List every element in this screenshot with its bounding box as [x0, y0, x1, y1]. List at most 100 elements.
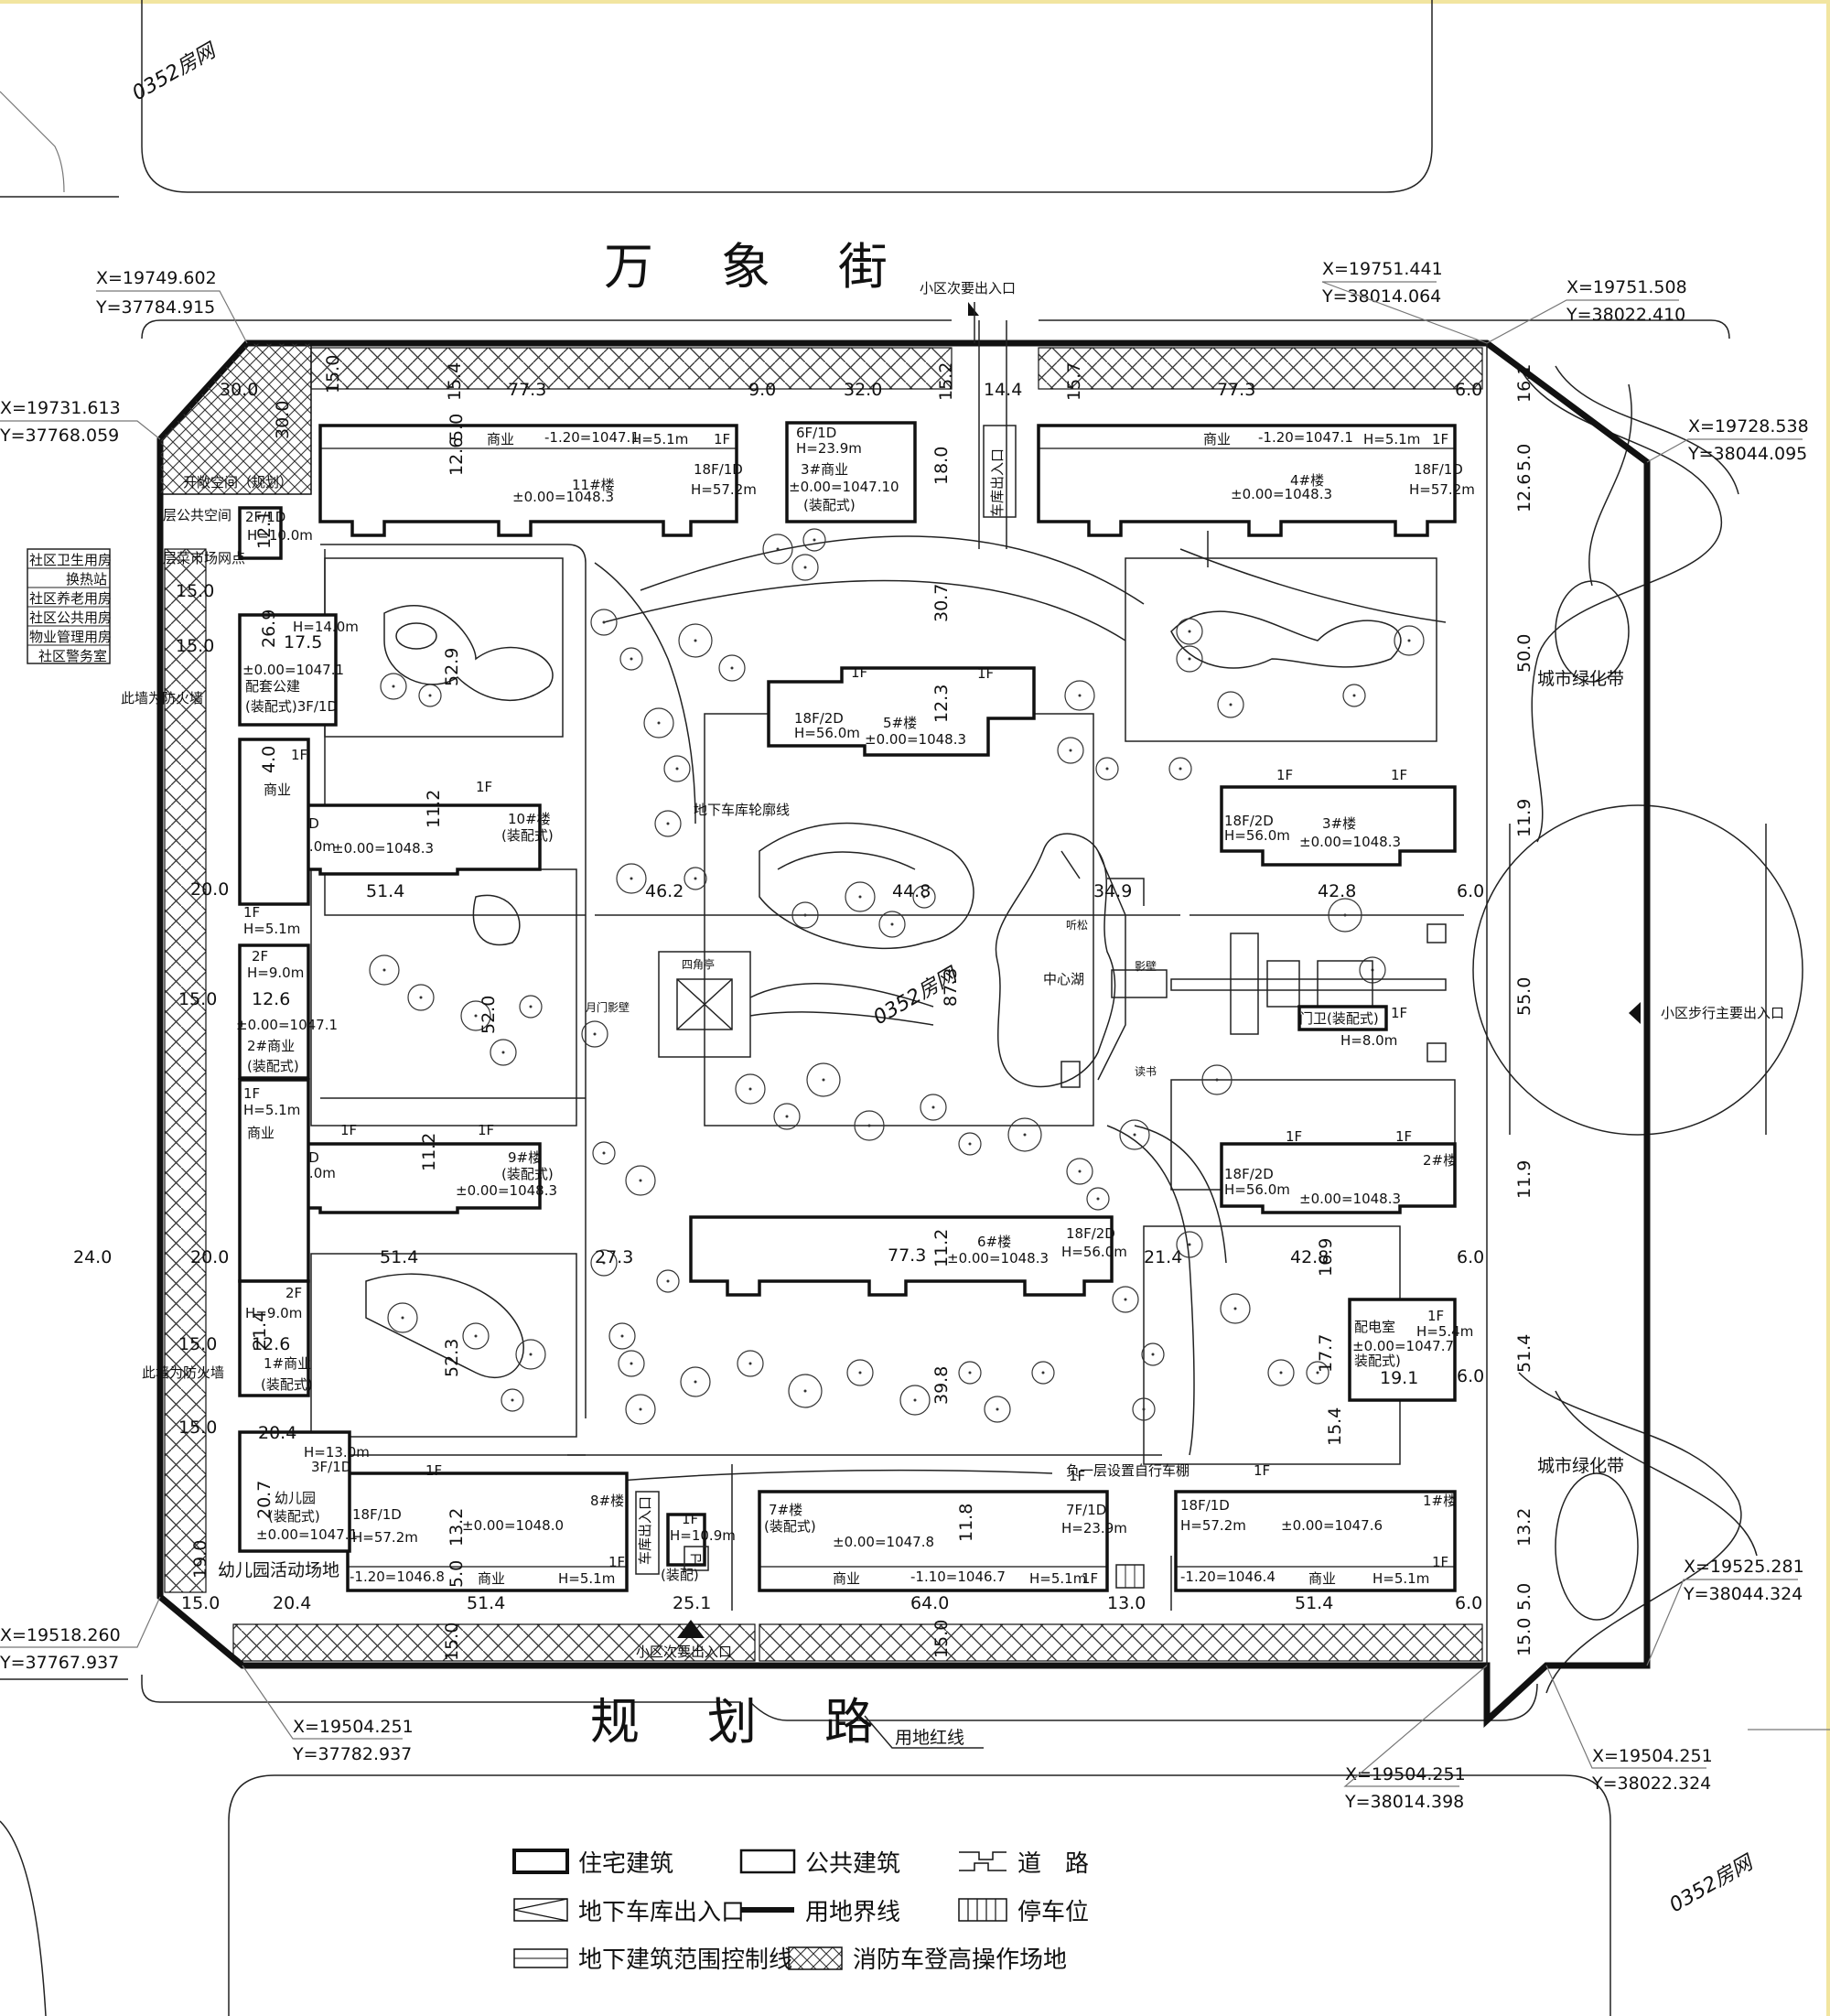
pavilion-2-label: 听松	[1066, 919, 1088, 932]
tree	[1220, 1293, 1251, 1324]
svg-text:H=5.1m: H=5.1m	[558, 1570, 615, 1587]
svg-text:2#楼: 2#楼	[1423, 1152, 1457, 1169]
svg-text:H=5.1m: H=5.1m	[1363, 431, 1420, 447]
svg-text:18F/1D: 18F/1D	[1180, 1497, 1230, 1514]
moon-gate-label: 月门影壁	[586, 1000, 630, 1014]
building-11: 商业 -1.20=1047.1 H=5.1m 1F 11#楼 ±0.00=104…	[318, 424, 757, 537]
dimension-label: 55.0	[1514, 977, 1534, 1016]
road-south: 规 划 路	[590, 1693, 883, 1751]
svg-text:Y=38014.064: Y=38014.064	[1321, 286, 1441, 307]
legend-public: 公共建筑	[805, 1850, 900, 1878]
parking-spaces	[1115, 1564, 1145, 1589]
svg-text:H=5.1m: H=5.1m	[1029, 1570, 1086, 1587]
svg-text:(装配式): (装配式)	[501, 827, 554, 844]
dimension-label: 18.0	[931, 447, 952, 485]
dimension-label: 12.6	[1514, 474, 1534, 512]
underground-garage-outline	[704, 713, 1094, 1127]
svg-text:X=19525.281: X=19525.281	[1684, 1557, 1804, 1577]
svg-text:Y=38014.398: Y=38014.398	[1344, 1792, 1464, 1812]
svg-text:±0.00=1047.8: ±0.00=1047.8	[833, 1534, 934, 1550]
landscape-ne	[1125, 557, 1437, 742]
svg-text:1F: 1F	[1254, 1462, 1270, 1479]
dimension-label: 14.4	[984, 380, 1022, 400]
dimension-label: 6.0	[1457, 1247, 1484, 1267]
dimension-label: 52.0	[479, 996, 499, 1034]
dimension-label: 5.0	[447, 1560, 467, 1588]
svg-text:H=56.0m: H=56.0m	[1224, 827, 1290, 844]
svg-text:8#楼: 8#楼	[590, 1493, 624, 1509]
tree	[684, 867, 707, 890]
entrance-south: 小区次要出入口	[636, 1620, 732, 1660]
dimension-label: 51.4	[366, 881, 404, 901]
dimension-label: 11.9	[1514, 1160, 1534, 1199]
tree	[1201, 1064, 1233, 1095]
tree	[1057, 737, 1084, 764]
svg-text:1F: 1F	[291, 747, 307, 763]
svg-text:H=57.2m: H=57.2m	[691, 481, 757, 498]
svg-text:(装配式)3F/1D: (装配式)3F/1D	[245, 698, 338, 715]
trees	[369, 528, 1425, 1425]
interior-roads	[320, 320, 1464, 1611]
tree	[590, 1249, 618, 1277]
firewall-label-1: 此墙为防火墙	[121, 690, 203, 706]
dimension-label: 11.2	[931, 1229, 952, 1267]
tree	[1086, 1187, 1110, 1211]
tree	[663, 755, 691, 782]
svg-text:1F: 1F	[977, 665, 994, 682]
dimension-label: 27.3	[595, 1247, 633, 1267]
dimension-label: 11.9	[1514, 799, 1534, 837]
coordinates: X=19749.602 Y=37784.915 X=19731.613 Y=37…	[0, 259, 1809, 1812]
svg-text:18F/1D: 18F/1D	[694, 461, 743, 478]
tree	[643, 707, 674, 738]
tree	[1066, 1158, 1093, 1185]
tree	[515, 1339, 546, 1370]
building-7: 7#楼 (装配式) ±0.00=1047.8 商业 -1.10=1046.7 H…	[758, 1468, 1127, 1592]
tree	[680, 1366, 711, 1397]
tree	[369, 954, 400, 986]
svg-text:1F: 1F	[1432, 431, 1448, 447]
public-space-label: 层公共空间	[163, 507, 231, 523]
svg-text:1F: 1F	[1427, 1308, 1444, 1324]
dimension-label: 15.2	[936, 362, 956, 401]
electrical-room: 配电室 1F H=5.4m ±0.00=1047.7 装配式) 19.1	[1348, 1298, 1473, 1402]
tree	[1267, 1359, 1295, 1386]
road-north: 万 象 街	[604, 238, 897, 296]
commercial-2: 1F H=5.1m 2F H=9.0m ±0.00=1047.1 2#商业 (装…	[236, 904, 338, 1080]
svg-text:Y=37767.937: Y=37767.937	[0, 1653, 119, 1673]
svg-text:±0.00=1048.3: ±0.00=1048.3	[1299, 834, 1401, 850]
svg-text:X=19731.613: X=19731.613	[0, 398, 121, 418]
dimension-label: 12.6	[252, 1334, 290, 1354]
svg-text:11#楼: 11#楼	[572, 477, 615, 493]
legend-garage-entry: 地下车库出入口	[578, 1899, 745, 1926]
svg-text:2#商业: 2#商业	[247, 1038, 295, 1054]
svg-text:-1.20=1047.1: -1.20=1047.1	[1258, 429, 1353, 446]
svg-text:社区养老用房: 社区养老用房	[29, 590, 112, 607]
supporting-public-building: 2F/1D H=10.0m H=14.0m ±0.00=1047.1 配套公建 …	[238, 506, 359, 727]
svg-text:18F/1D: 18F/1D	[352, 1506, 402, 1523]
tree	[656, 1269, 680, 1293]
svg-text:-1.10=1046.7: -1.10=1046.7	[910, 1569, 1006, 1585]
svg-text:7#楼: 7#楼	[769, 1502, 802, 1518]
svg-text:1F: 1F	[608, 1554, 625, 1570]
commercial-west-top: 1F 商业	[238, 738, 310, 906]
svg-text:(装配式): (装配式)	[764, 1518, 816, 1535]
svg-text:小区次要出入口: 小区次要出入口	[636, 1644, 732, 1660]
tree	[735, 1073, 766, 1105]
tree	[462, 1322, 490, 1350]
svg-text:7F/1D: 7F/1D	[1066, 1502, 1106, 1518]
kindergarten-yard-label: 幼儿园活动场地	[218, 1560, 339, 1580]
dimension-label: 24.0	[73, 1247, 112, 1267]
svg-text:(装配式): (装配式)	[261, 1376, 313, 1393]
dimension-label: 13.2	[447, 1508, 467, 1547]
dimension-label: 15.0	[181, 1593, 220, 1613]
svg-text:1F: 1F	[1391, 767, 1407, 783]
tree	[1112, 1286, 1139, 1313]
commercial-west-mid: 1F H=5.1m 商业	[238, 1078, 310, 1283]
tree	[806, 1062, 841, 1097]
legend-underground: 地下建筑范围控制线	[578, 1946, 792, 1974]
dimension-label: 20.7	[254, 1481, 274, 1519]
svg-text:卫: 卫	[689, 1552, 703, 1569]
svg-text:(装配): (装配)	[661, 1567, 699, 1583]
svg-text:±0.00=1048.3: ±0.00=1048.3	[332, 840, 434, 857]
